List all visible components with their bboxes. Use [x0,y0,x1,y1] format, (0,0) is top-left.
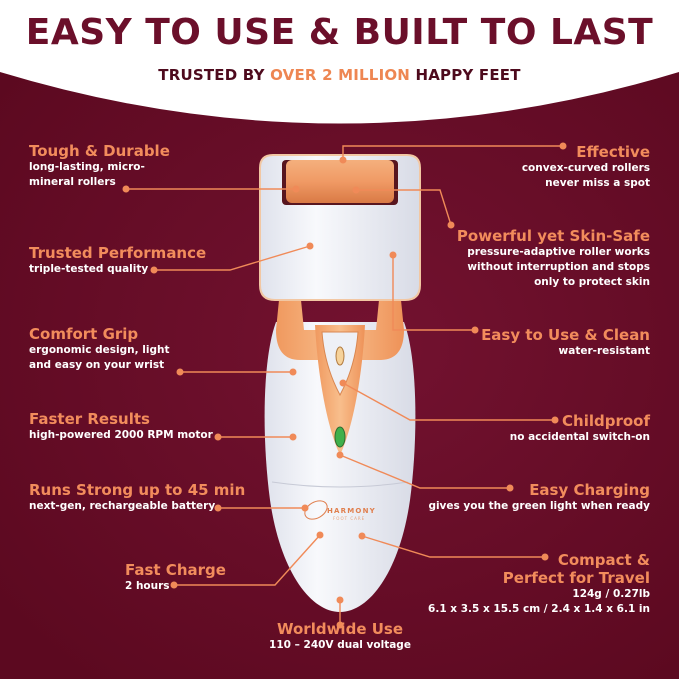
feature-desc: only to protect skin [534,276,650,288]
feature-title: Effective [576,143,650,161]
feature-desc: mineral rollers [29,176,116,188]
feature-weight: 124g / 0.27lb [572,588,650,600]
feature-desc: without interruption and stops [467,261,650,273]
feature-title: Tough & Durable [29,142,170,160]
feature-dimensions: 6.1 x 3.5 x 15.5 cm / 2.4 x 1.4 x 6.1 in [428,603,650,615]
feature-fast-charge: Fast Charge 2 hours [125,561,226,594]
feature-desc: gives you the green light when ready [428,500,650,512]
feature-desc: triple-tested quality [29,263,149,275]
feature-comfort-grip: Comfort Grip ergonomic design, light and… [29,325,169,373]
feature-runs-strong: Runs Strong up to 45 min next-gen, recha… [29,481,245,514]
feature-powerful-skin-safe: Powerful yet Skin-Safe pressure-adaptive… [457,227,650,290]
feature-desc: high-powered 2000 RPM motor [29,429,213,441]
feature-title: Trusted Performance [29,244,207,262]
feature-title: Easy to Use & Clean [481,326,650,344]
feature-trusted-performance: Trusted Performance triple-tested qualit… [29,244,206,277]
page-subtitle: TRUSTED BY OVER 2 MILLION HAPPY FEET [0,66,679,84]
feature-desc: never miss a spot [545,177,650,189]
feature-title: Comfort Grip [29,325,139,343]
feature-title: Worldwide Use [276,620,403,638]
feature-tough-durable: Tough & Durable long-lasting, micro- min… [29,142,170,190]
feature-easy-clean: Easy to Use & Clean water-resistant [481,326,650,359]
subtitle-prefix: TRUSTED BY [158,66,271,84]
subtitle-suffix: HAPPY FEET [410,66,521,84]
feature-faster-results: Faster Results high-powered 2000 RPM mot… [29,410,213,443]
feature-desc: pressure-adaptive roller works [467,246,650,258]
feature-desc: ergonomic design, light [29,344,170,356]
feature-desc: convex-curved rollers [521,162,650,174]
feature-desc: long-lasting, micro- [29,161,145,173]
feature-title: Childproof [562,412,650,430]
svg-text:FOOT CARE: FOOT CARE [333,516,365,521]
feature-desc: no accidental switch-on [509,431,650,443]
svg-text:HARMONY: HARMONY [327,507,376,515]
feature-desc: next-gen, rechargeable battery [29,500,216,512]
feature-title: Compact & [557,551,650,569]
feature-effective: Effective convex-curved rollers never mi… [522,143,650,191]
feature-title: Fast Charge [125,561,226,579]
feature-easy-charging: Easy Charging gives you the green light … [428,481,650,514]
feature-childproof: Childproof no accidental switch-on [510,412,650,445]
feature-worldwide-use: Worldwide Use 110 – 240V dual voltage [240,620,440,653]
feature-desc: 110 – 240V dual voltage [269,639,411,651]
page-title: EASY TO USE & BUILT TO LAST [25,12,654,53]
feature-desc: 2 hours [125,580,170,592]
feature-compact-travel: Compact & Perfect for Travel 124g / 0.27… [428,551,650,617]
feature-title: Runs Strong up to 45 min [29,481,246,499]
feature-desc: and easy on your wrist [29,359,165,371]
feature-title: Perfect for Travel [502,569,650,587]
feature-title: Faster Results [29,410,150,428]
feature-title: Easy Charging [529,481,650,499]
subtitle-highlight: OVER 2 MILLION [270,66,411,84]
feature-desc: water-resistant [558,345,650,357]
feature-title: Powerful yet Skin-Safe [456,227,650,245]
